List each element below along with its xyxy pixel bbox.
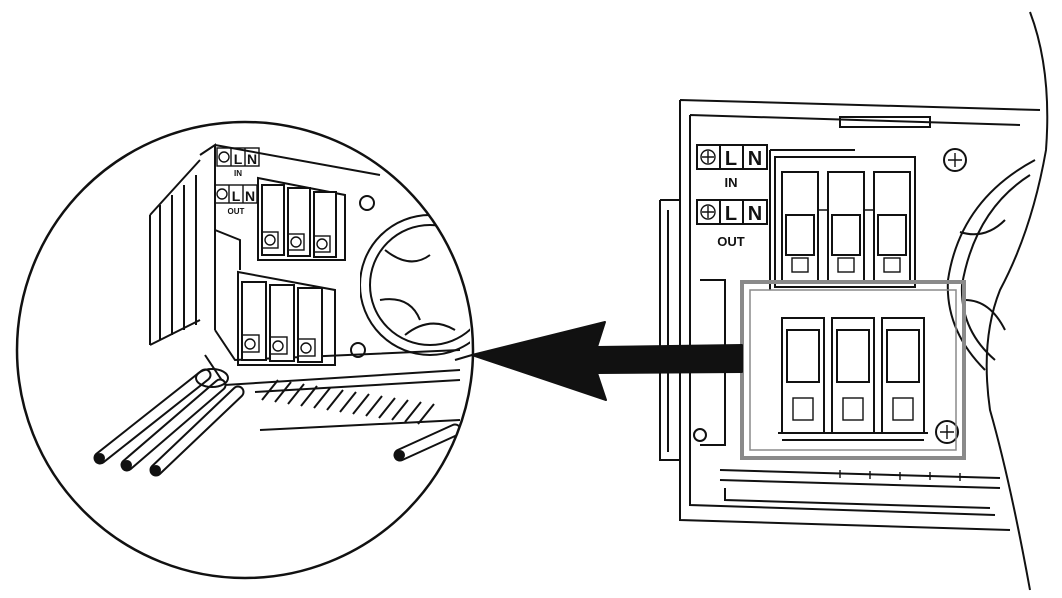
screw-icon [935,420,959,444]
detail-input-n-label: N [247,151,257,167]
wire-bundle [93,368,462,477]
output-l-label: L [725,203,737,225]
detail-magnifier: L N IN L N OUT [15,120,475,580]
detail-output-terminal-block [237,270,336,366]
detail-input-terminal-block [257,176,346,261]
inverter-housing [659,99,1041,531]
screw-icon [359,195,375,211]
input-caption: IN [725,175,738,190]
detail-input-l-label: L [234,151,243,167]
detail-output-caption: OUT [228,207,245,216]
screw-icon [693,428,707,442]
screw-icon [943,148,967,172]
cutaway-edge [985,11,1049,591]
ground-symbol-icon [700,149,716,165]
fan-icon [360,214,470,356]
ground-symbol-icon [218,151,230,163]
inverter-terminal-labels: L N IN L N OUT [696,144,768,249]
input-n-label: N [748,148,762,170]
detail-output-l-label: L [232,188,241,204]
output-n-label: N [748,203,762,225]
heatsink-fins [149,143,216,346]
arrow-left-icon [471,321,743,401]
output-terminal-highlight [740,280,966,460]
screw-icon [350,342,366,358]
detail-terminal-labels: L N IN L N OUT [214,147,260,216]
input-l-label: L [725,148,737,170]
ground-symbol-icon [700,204,716,220]
output-caption: OUT [717,234,745,249]
vent-slots [254,379,461,431]
fan-icon [946,159,1036,371]
input-terminal-block [769,149,916,290]
ground-symbol-icon [216,188,228,200]
detail-input-caption: IN [234,169,242,178]
detail-output-n-label: N [245,188,255,204]
